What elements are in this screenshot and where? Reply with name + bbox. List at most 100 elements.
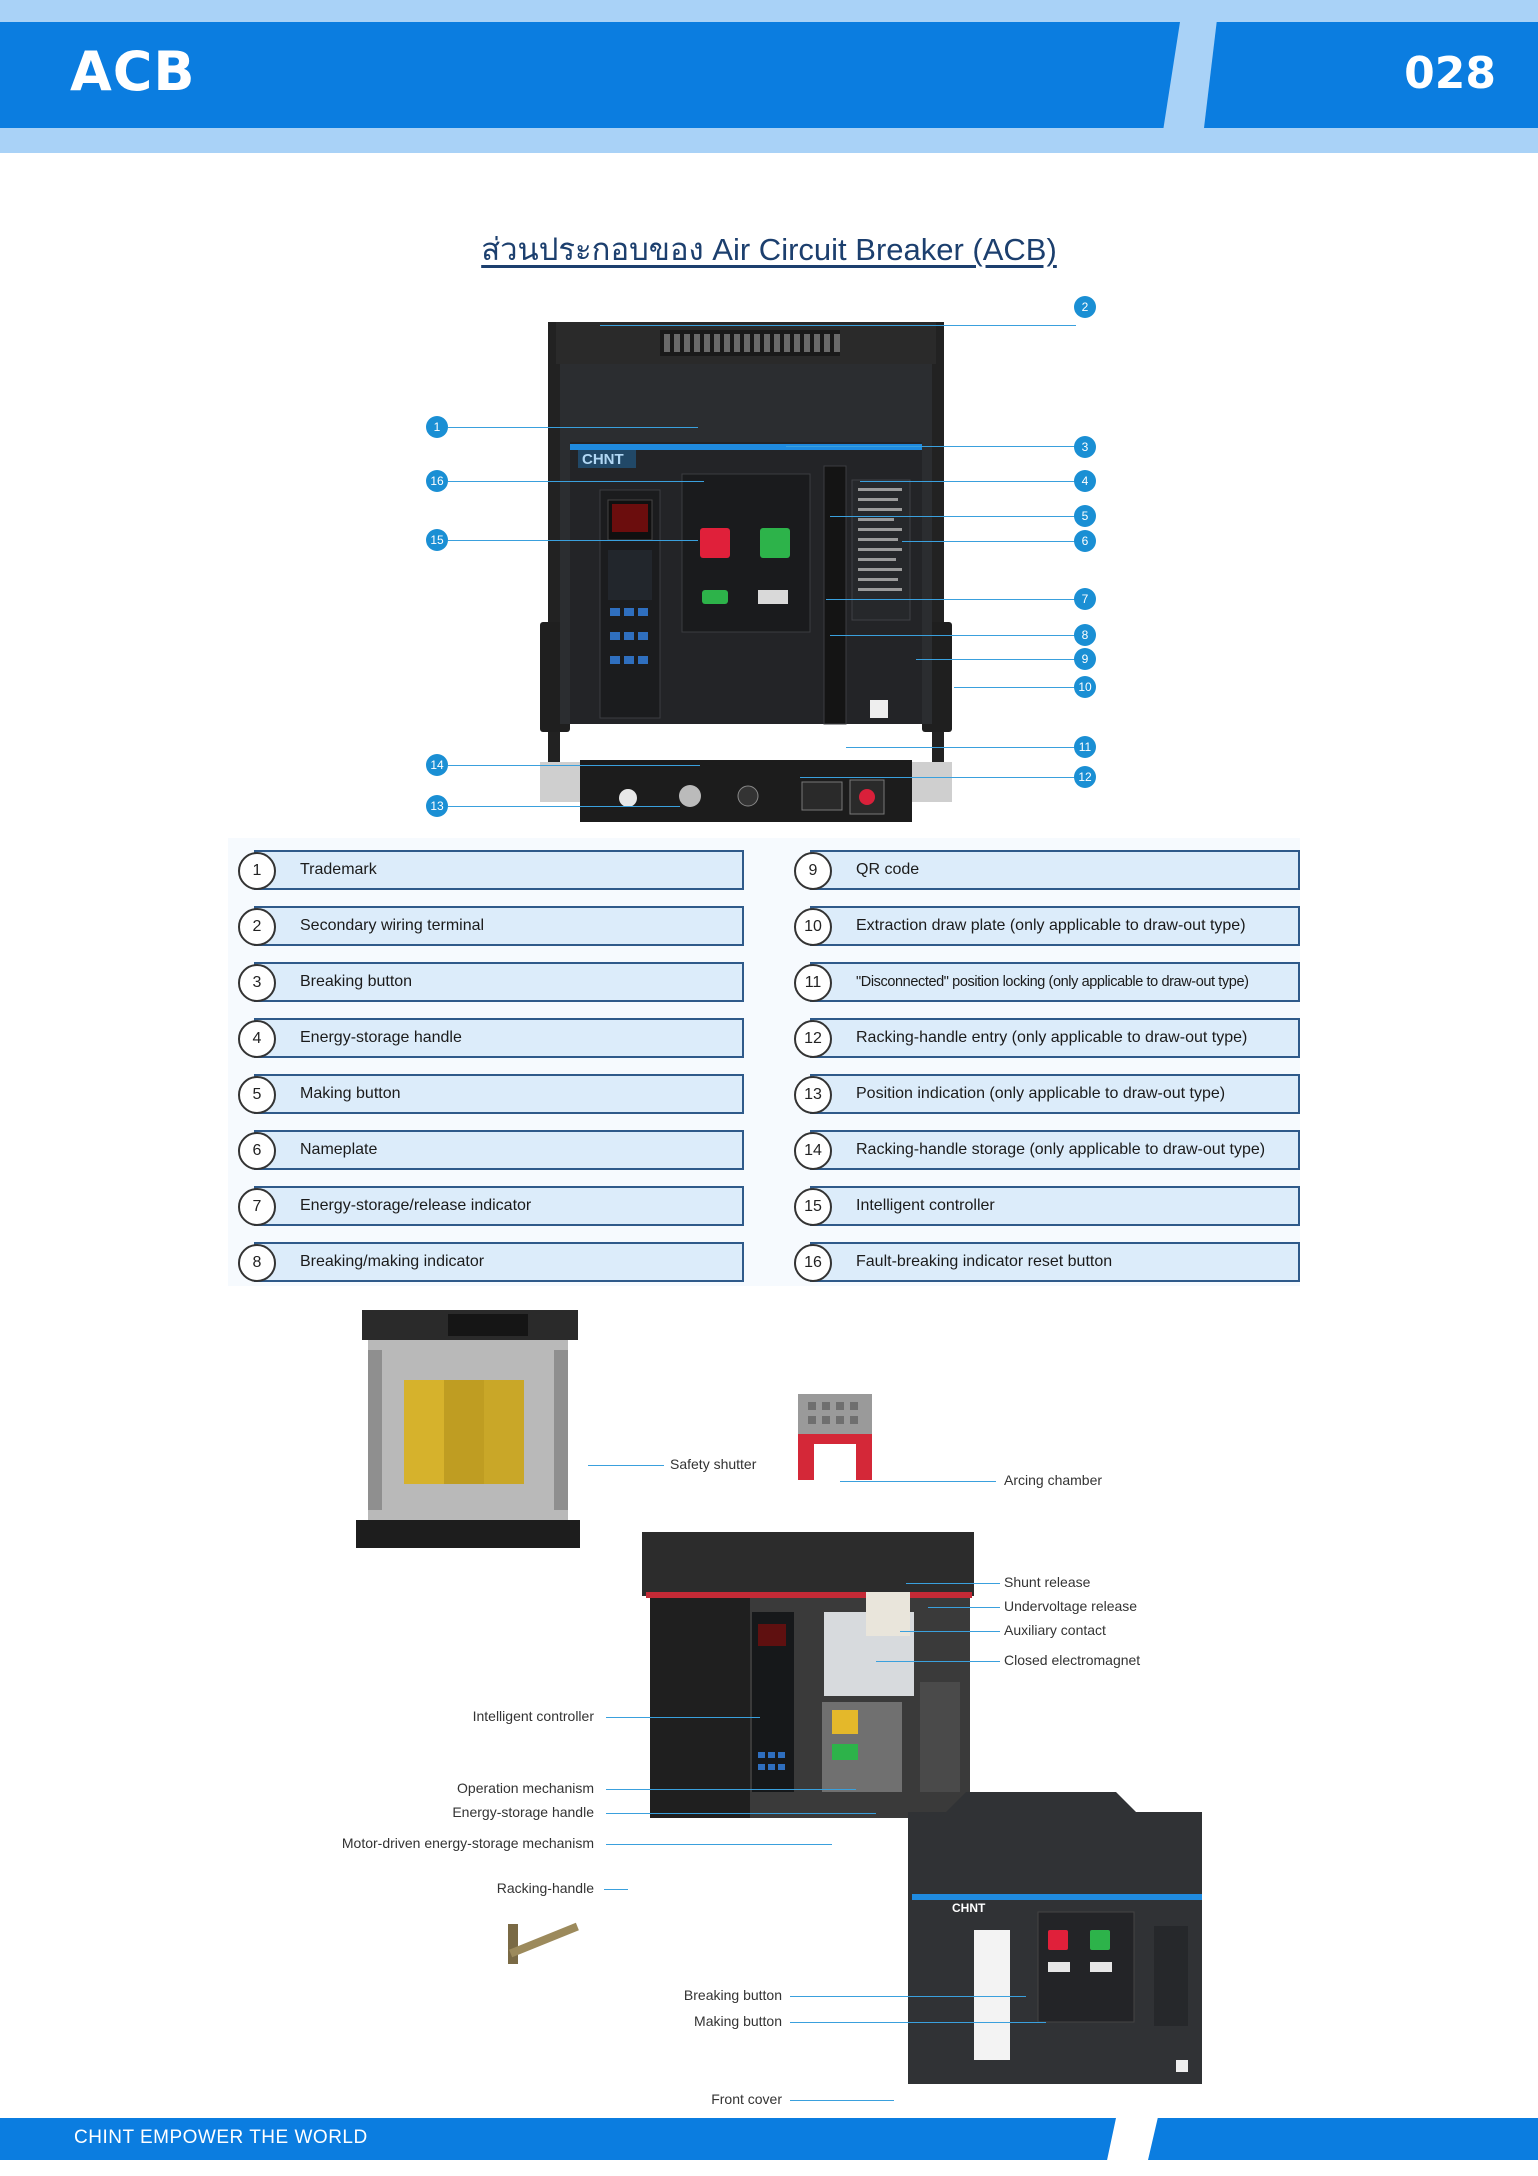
legend-label: Breaking/making indicator xyxy=(300,1253,485,1270)
label-front-cover: Front cover xyxy=(711,2091,782,2107)
callout-line-2 xyxy=(600,325,1076,326)
terminal-pin xyxy=(814,334,820,352)
marker-15: 15 xyxy=(426,529,448,551)
marker-10: 10 xyxy=(1074,676,1096,698)
marker-13: 13 xyxy=(426,795,448,817)
callout-line-1 xyxy=(448,427,698,428)
marker-5: 5 xyxy=(1074,505,1096,527)
label-making-button: Making button xyxy=(694,2013,782,2029)
legend-label: Energy-storage/release indicator xyxy=(300,1197,532,1214)
label-motor-driven-energy-storage-mechanism: Motor-driven energy-storage mechanism xyxy=(341,1835,594,1851)
callout-line-intelligent-controller xyxy=(606,1717,760,1718)
callout-line-6 xyxy=(902,541,1076,542)
callout-line-12 xyxy=(800,777,1076,778)
page-number: 028 xyxy=(1404,48,1496,99)
marker-2: 2 xyxy=(1074,296,1096,318)
label-shunt-release: Shunt release xyxy=(1004,1574,1091,1590)
legend-label: Fault-breaking indicator reset button xyxy=(856,1253,1113,1270)
callout-line-closed-electromagnet xyxy=(876,1661,1000,1662)
label-auxiliary-contact: Auxiliary contact xyxy=(1004,1622,1106,1638)
marker-9: 9 xyxy=(1074,648,1096,670)
racking-handle-image xyxy=(508,1922,579,1964)
callout-line-undervoltage-release xyxy=(928,1607,1000,1608)
label-arcing-chamber: Arcing chamber xyxy=(1004,1472,1103,1488)
legend-label: Trademark xyxy=(300,861,377,878)
terminal-pin xyxy=(664,334,670,352)
callout-line-arcing-chamber xyxy=(840,1481,996,1482)
terminal-pin xyxy=(674,334,680,352)
marker-12: 12 xyxy=(1074,766,1096,788)
callout-line-front-cover xyxy=(790,2100,894,2101)
marker-1: 1 xyxy=(426,416,448,438)
header-band-left xyxy=(0,22,1180,128)
legend-label: Energy-storage handle xyxy=(300,1029,462,1046)
callout-line-13 xyxy=(448,806,680,807)
callout-line-operation-mechanism xyxy=(606,1789,856,1790)
marker-14: 14 xyxy=(426,754,448,776)
label-closed-electromagnet: Closed electromagnet xyxy=(1004,1652,1141,1668)
marker-8: 8 xyxy=(1074,624,1096,646)
legend-item: 11"Disconnected" position locking (only … xyxy=(788,962,1300,1002)
label-operation-mechanism: Operation mechanism xyxy=(457,1780,594,1796)
legend-label: QR code xyxy=(856,861,920,878)
legend-label: Racking-handle storage (only applicable … xyxy=(856,1141,1266,1158)
callout-line-safety-shutter xyxy=(588,1465,664,1466)
callout-line-energy-storage-handle xyxy=(606,1813,876,1814)
terminal-pin xyxy=(714,334,720,352)
terminal-pin xyxy=(744,334,750,352)
terminal-pin xyxy=(694,334,700,352)
label-undervoltage-release: Undervoltage release xyxy=(1004,1598,1138,1614)
callout-line-4 xyxy=(860,481,1076,482)
terminal-pin xyxy=(704,334,710,352)
label-racking-handle: Racking-handle xyxy=(496,1880,594,1896)
legend-label: Nameplate xyxy=(300,1141,378,1158)
terminal-pin xyxy=(804,334,810,352)
callout-line-7 xyxy=(826,599,1076,600)
callout-line-8 xyxy=(830,635,1076,636)
marker-6: 6 xyxy=(1074,530,1096,552)
label-energy-storage-handle: Energy-storage handle xyxy=(452,1804,594,1820)
terminal-pin xyxy=(794,334,800,352)
marker-16: 16 xyxy=(426,470,448,492)
callout-line-racking-handle xyxy=(604,1889,628,1890)
callout-line-11 xyxy=(846,747,1076,748)
breaker-brand-logo: CHNT xyxy=(582,451,624,468)
callout-line-9 xyxy=(916,659,1076,660)
legend-label: Extraction draw plate (only applicable t… xyxy=(856,917,1246,934)
legend-label: Intelligent controller xyxy=(856,1197,995,1214)
callout-line-making-button xyxy=(790,2022,1046,2023)
callout-line-15 xyxy=(448,540,698,541)
terminal-pin xyxy=(734,334,740,352)
header-title: ACB xyxy=(70,40,196,103)
footer-band-right xyxy=(1148,2118,1538,2160)
footer-band-left xyxy=(0,2118,1116,2160)
callout-line-breaking-button xyxy=(790,1996,1026,1997)
legend-label: Position indication (only applicable to … xyxy=(856,1085,1226,1102)
callout-line-5 xyxy=(830,516,1076,517)
legend-label: Racking-handle entry (only applicable to… xyxy=(856,1029,1248,1046)
terminal-pin xyxy=(784,334,790,352)
marker-4: 4 xyxy=(1074,470,1096,492)
legend-label: Secondary wiring terminal xyxy=(300,917,485,934)
header-band-right xyxy=(1204,22,1538,128)
marker-3: 3 xyxy=(1074,436,1096,458)
callout-line-motor-driven xyxy=(606,1844,832,1845)
callout-line-14 xyxy=(448,765,700,766)
legend-label: Breaking button xyxy=(300,973,413,990)
terminal-pin xyxy=(724,334,730,352)
